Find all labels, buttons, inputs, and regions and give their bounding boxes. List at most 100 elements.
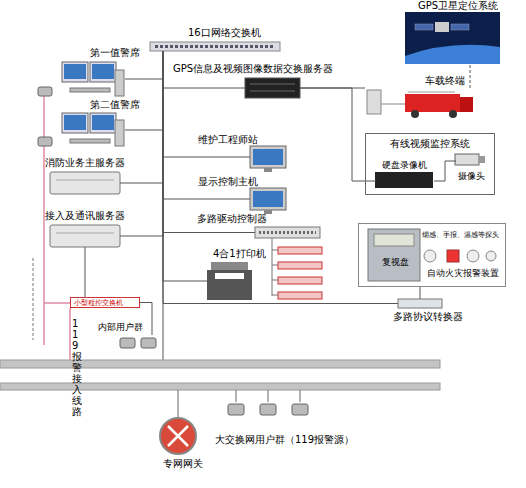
drive-controller: 多路驱动控制器 — [255, 227, 320, 238]
solar-panel — [451, 24, 469, 30]
phone-group: 大交换网用户群（119报警源） — [225, 400, 310, 428]
rack-slot — [250, 84, 295, 85]
connector — [120, 51, 163, 183]
output-wire — [272, 265, 278, 266]
detector — [486, 251, 496, 261]
node-label: 多路驱动控制器 — [197, 213, 267, 225]
connector — [470, 64, 471, 88]
terminal-box — [367, 90, 381, 114]
wheel — [411, 110, 419, 118]
node-label: 摄像头 — [458, 171, 485, 182]
gateway-wire — [178, 390, 179, 418]
printer-top — [211, 262, 248, 270]
vehicle-terminal: 车载终端 — [365, 88, 475, 120]
tower — [115, 120, 124, 146]
vertical-label: 119报警接入线路 — [72, 318, 83, 417]
connector — [434, 161, 456, 181]
manual-alarm — [447, 250, 459, 262]
node-label: 显示控制主机 — [198, 176, 258, 188]
monitor — [250, 188, 286, 210]
screen — [92, 115, 114, 130]
video-recorder: 硬盘录像机 — [376, 173, 434, 189]
truck-ladder — [408, 91, 455, 93]
monitor-stand — [264, 168, 272, 172]
earth-arc — [405, 45, 500, 64]
phone-wire — [300, 390, 301, 402]
node-label: 多路协议转换器 — [393, 311, 463, 323]
printer-paper — [215, 273, 244, 279]
alarm-device-box: 烟感、手报、温感等探头自动火灾报警装置复视盘 — [358, 223, 506, 287]
phone-group: 内部用户群 — [118, 335, 158, 353]
screen — [64, 64, 86, 79]
space-backdrop — [405, 12, 500, 64]
network-switch: 16口网络交换机 — [150, 42, 280, 51]
controller-icon — [255, 227, 320, 238]
camera-body — [455, 154, 479, 165]
screen — [64, 115, 86, 130]
wheel — [449, 110, 457, 118]
output-wire — [272, 238, 273, 296]
server-slot — [56, 180, 114, 181]
server: 接入及通讯服务器 — [50, 225, 120, 247]
tower — [115, 70, 124, 96]
satellite-body — [435, 22, 449, 32]
heat-detector — [467, 250, 479, 262]
connector — [163, 51, 398, 304]
phone-icon — [38, 87, 52, 96]
node-label: 专网网关 — [163, 458, 203, 470]
switch-body — [150, 42, 280, 51]
screen — [253, 191, 283, 207]
monitor-station: 维护工程师站 — [250, 146, 286, 168]
node-label: 接入及通讯服务器 — [45, 210, 125, 222]
phone-icon — [260, 404, 276, 415]
node-label: 维护工程师站 — [198, 134, 258, 146]
pbx-box: 小型程控交换机 — [70, 297, 140, 308]
monitor — [90, 113, 116, 133]
connector — [300, 88, 365, 89]
gateway: 专网网关 — [160, 418, 196, 454]
node-label: 4合1打印机 — [213, 248, 266, 260]
dashed-bracket — [33, 258, 34, 340]
box-fill — [70, 297, 140, 308]
node-label: 消防业务主服务器 — [45, 157, 125, 169]
rack-slot — [250, 91, 295, 92]
monitor-station: 显示控制主机 — [250, 188, 286, 210]
node-label: 自动火灾报警装置 — [427, 268, 499, 279]
workstation-icon — [62, 62, 124, 96]
monitor — [250, 146, 286, 168]
connector — [125, 51, 163, 130]
printer: 4合1打印机 — [207, 262, 252, 300]
output-wire — [272, 250, 278, 251]
screen — [253, 149, 283, 165]
router-icon — [160, 418, 196, 454]
output-strip — [278, 262, 322, 269]
phone-icon — [228, 404, 244, 415]
repeater-panel: 复视盘 — [369, 230, 421, 282]
truck-cab — [460, 97, 473, 112]
node-label: 烟感、手报、温感等探头 — [422, 231, 499, 239]
monitor — [90, 62, 116, 82]
backbone-line — [163, 51, 164, 362]
trunk-pipe — [0, 360, 440, 368]
node-label: 小型程控交换机 — [74, 299, 123, 307]
node-label: 复视盘 — [369, 257, 421, 268]
controller-ports — [259, 231, 316, 234]
phone-icon — [38, 137, 52, 146]
output-strips — [272, 247, 322, 299]
subsystem-box: 有线视频监控系统硬盘录像机摄像头 — [365, 133, 495, 195]
truck-body — [405, 94, 460, 112]
output-strip — [278, 247, 322, 254]
output-wire — [272, 280, 278, 281]
connector — [120, 51, 163, 236]
phone-line — [43, 95, 45, 345]
rack-server: GPS信息及视频图像数据交换服务器 — [245, 78, 300, 98]
server: 消防业务主服务器 — [50, 172, 120, 194]
node-label: 硬盘录像机 — [382, 160, 427, 171]
output-strip — [278, 277, 322, 284]
workstation-icon — [62, 113, 124, 146]
monitor — [62, 113, 88, 133]
panel-screen — [374, 234, 414, 246]
alarm-line — [69, 308, 71, 360]
box-fill — [365, 133, 495, 195]
